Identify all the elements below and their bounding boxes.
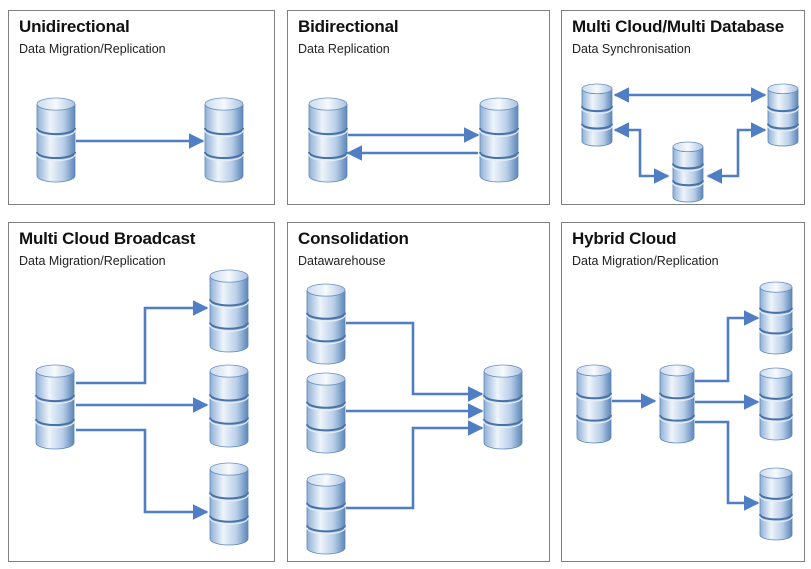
panel-subtitle: Data Replication: [298, 42, 390, 56]
database-icon-source-bottom: [306, 473, 346, 555]
database-icon-target: [204, 97, 244, 183]
database-icon-on-premise: [576, 364, 612, 444]
arrow-broadcast-bottom: [76, 428, 209, 520]
panel-title: Multi Cloud Broadcast: [19, 229, 196, 248]
arrow-hybrid-bottom: [695, 420, 760, 511]
database-icon-target-middle: [209, 364, 249, 448]
arrow-consolidate-bottom: [346, 420, 484, 510]
database-icon-source-middle: [306, 372, 346, 454]
database-icon-left: [581, 83, 613, 147]
database-icon-right: [479, 97, 519, 183]
database-icon-cloud-middle: [759, 367, 793, 441]
database-icon-source: [35, 364, 75, 450]
database-icon-cloud-top: [759, 281, 793, 355]
database-icon-source: [36, 97, 76, 183]
database-icon-right: [767, 83, 799, 147]
panel-subtitle: Data Migration/Replication: [572, 254, 719, 268]
panel-subtitle: Datawarehouse: [298, 254, 386, 268]
panel-title: Multi Cloud/Multi Database: [572, 17, 785, 36]
database-icon-cloud-bottom: [759, 467, 793, 541]
panel-subtitle: Data Synchronisation: [572, 42, 691, 56]
database-icon-left: [308, 97, 348, 183]
arrow-consolidate-top: [346, 321, 484, 402]
panel-title: Consolidation: [298, 229, 409, 248]
database-icon-warehouse: [483, 364, 523, 450]
database-icon-bottom: [672, 141, 704, 203]
arrow-broadcast-top: [76, 300, 209, 385]
arrow-sync-left: [613, 122, 670, 184]
database-icon-hub: [659, 364, 695, 444]
panel-subtitle: Data Migration/Replication: [19, 254, 166, 268]
arrow-sync-right: [706, 122, 767, 184]
database-icon-target-top: [209, 269, 249, 353]
panel-subtitle: Data Migration/Replication: [19, 42, 166, 56]
panel-title: Bidirectional: [298, 17, 399, 36]
database-icon-source-top: [306, 283, 346, 365]
database-icon-target-bottom: [209, 462, 249, 546]
arrow-hybrid-top: [695, 310, 760, 383]
panel-title: Unidirectional: [19, 17, 130, 36]
panel-title: Hybrid Cloud: [572, 229, 677, 248]
